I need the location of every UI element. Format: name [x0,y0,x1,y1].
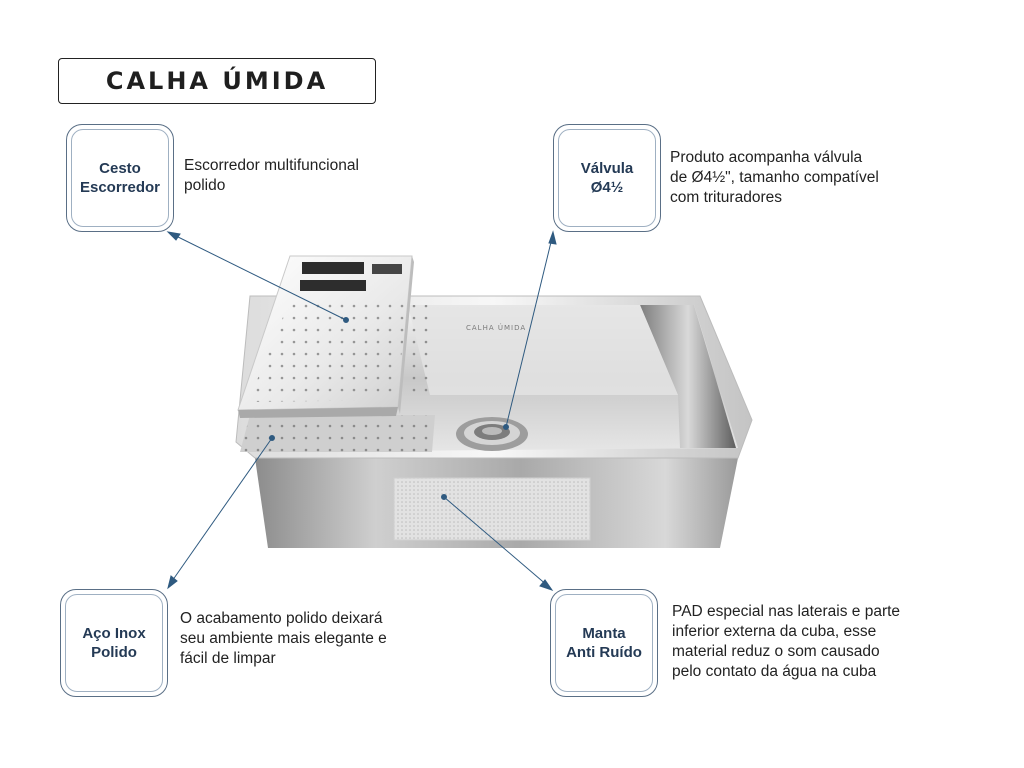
anti-noise-pad [393,477,591,541]
perforated-holes [240,415,435,452]
page-title: CALHA ÚMIDA [105,67,329,95]
sink-back-wall [408,305,678,395]
badge-label: Cesto Escorredor [79,160,161,196]
feature-description-manta-anti-ruido: PAD especial nas laterais e parte inferi… [672,603,901,680]
feature-badge-manta-anti-ruido: Manta Anti Ruído [550,589,658,697]
leader-lines [166,230,557,591]
drain-valve [456,417,528,451]
feature-badge-valvula: Válvula Ø4½ [553,124,661,232]
feature-description-aco-inox: O acabamento polido deixará seu ambiente… [180,610,387,667]
feature-description-valvula: Produto acompanha válvula de Ø4½", taman… [670,149,879,206]
perforated-wall [405,305,432,395]
title-box: CALHA ÚMIDA [58,58,376,104]
feature-badge-cesto-escorredor: Cesto Escorredor [66,124,174,232]
sink-right-wall [640,305,736,448]
sink-brand-text: CALHA ÚMIDA [466,323,526,332]
badge-label: Aço Inox Polido [82,625,146,661]
feature-description-cesto-escorredor: Escorredor multifuncional polido [184,157,359,194]
badge-label: Manta Anti Ruído [566,625,642,661]
badge-label: Válvula Ø4½ [580,160,634,196]
drainer-basket [237,255,414,418]
feature-badge-aco-inox: Aço Inox Polido [60,589,168,697]
